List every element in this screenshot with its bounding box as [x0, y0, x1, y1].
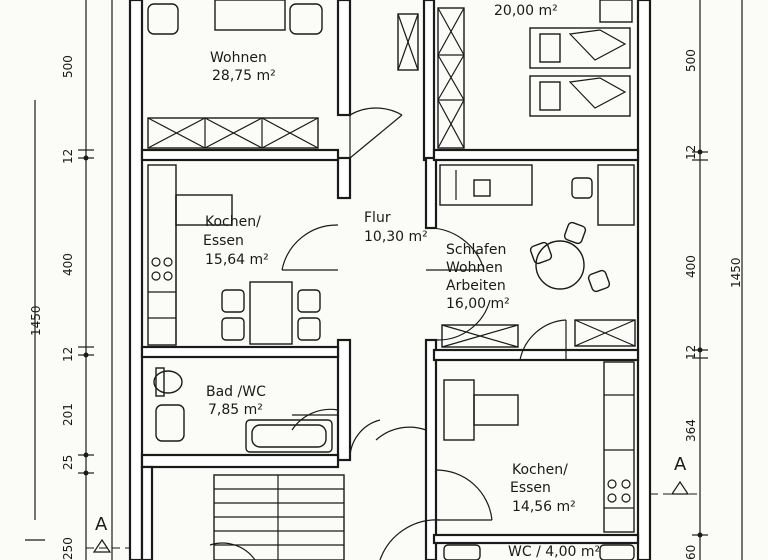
left-dimension-chain: 500 12 400 12 201 25 250 1450 [25, 0, 113, 560]
dim-right-400: 400 [684, 255, 698, 278]
dim-right-12b: 12 [684, 345, 698, 360]
dim-left-500: 500 [61, 55, 75, 78]
room-kochen-left-area: 15,64 m² [205, 252, 269, 268]
dim-right-364: 364 [684, 419, 698, 442]
room-bedroom-top-area: 20,00 m² [494, 3, 558, 19]
wardrobes [147, 7, 636, 348]
kitchen-left-furniture [147, 164, 321, 346]
room-kochen-right-name2: Essen [510, 480, 551, 496]
room-schlafen-line1: Schlafen [446, 242, 506, 258]
dim-right-500: 500 [684, 49, 698, 72]
right-dimension-chain: 500 12 400 12 364 60 1450 [684, 0, 743, 560]
dim-right-total: 1450 [729, 257, 743, 288]
room-schlafen-line2: Wohnen [446, 260, 503, 276]
dim-right-60: 60 [684, 545, 698, 560]
building-walls [128, 0, 652, 560]
dim-left-12a: 12 [61, 149, 75, 164]
bathroom-fixtures [153, 367, 333, 453]
room-kochen-left-name1: Kochen/ [205, 214, 261, 230]
kitchen-right-furniture [443, 361, 635, 533]
dim-left-total: 1450 [29, 305, 43, 336]
schlafen-furniture [439, 164, 635, 293]
room-wohnen-name: Wohnen [210, 50, 267, 66]
section-mark-left: A [95, 514, 108, 535]
section-line-a: A A [86, 454, 700, 553]
room-kochen-right-area: 14,56 m² [512, 499, 576, 515]
wc-fixtures [443, 544, 635, 560]
room-bad-name: Bad /WC [206, 384, 266, 400]
dim-left-400: 400 [61, 253, 75, 276]
stairwell [213, 474, 345, 560]
room-wc-label: WC / 4,00 m² [508, 544, 600, 560]
room-kochen-right-name1: Kochen/ [512, 462, 568, 478]
dim-left-250: 250 [61, 537, 75, 560]
room-flur-area: 10,30 m² [364, 229, 428, 245]
beds [529, 0, 633, 117]
room-bad-area: 7,85 m² [208, 402, 263, 418]
dim-left-25: 25 [61, 455, 75, 470]
dim-left-201: 201 [61, 403, 75, 426]
room-schlafen-area: 16,00 m² [446, 296, 510, 312]
dim-right-12a: 12 [684, 145, 698, 160]
room-kochen-left-name2: Essen [203, 233, 244, 249]
room-schlafen-line3: Arbeiten [446, 278, 506, 294]
room-flur-name: Flur [364, 210, 391, 226]
room-labels: 20,00 m² Wohnen 28,75 m² Kochen/ Essen 1… [203, 3, 600, 560]
room-wohnen-area: 28,75 m² [212, 68, 276, 84]
wohnen-furniture [147, 0, 323, 35]
section-mark-right: A [674, 454, 687, 475]
dim-left-12b: 12 [61, 347, 75, 362]
